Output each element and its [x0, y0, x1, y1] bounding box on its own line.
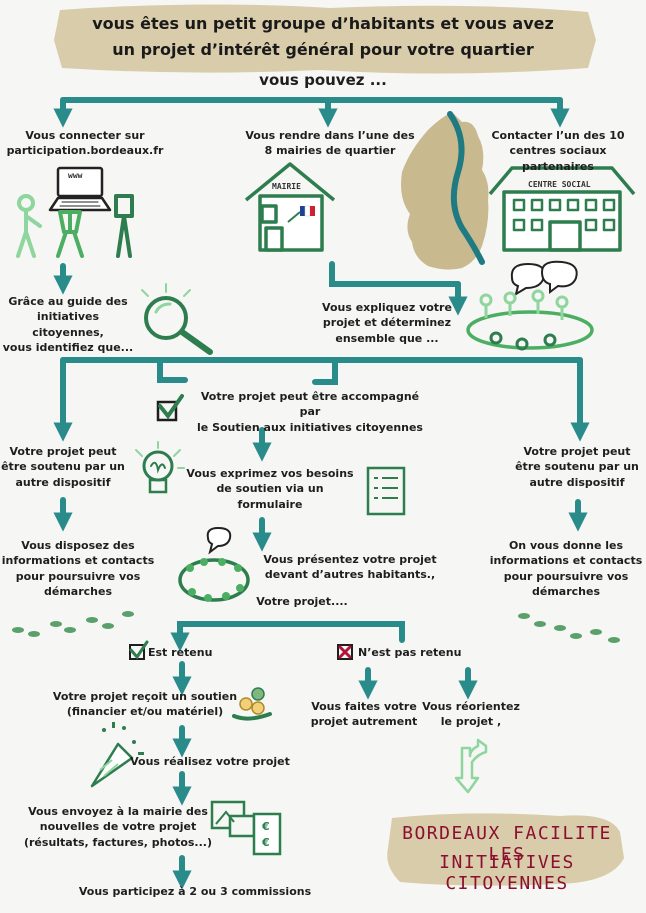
- connectors: [53, 97, 590, 890]
- option-centres: Contacter l’un des 10 centres sociaux pa…: [491, 129, 625, 173]
- check-icon: [156, 394, 184, 422]
- footprints-right-icon: [518, 613, 620, 643]
- laptop-people-icon: [16, 166, 134, 258]
- coins-hand-icon: [232, 687, 272, 721]
- step-commissions: Vous participez à 2 ou 3 commissions: [78, 885, 312, 898]
- centre-social-sign-label: CENTRE SOCIAL: [528, 180, 591, 189]
- title-banner: [54, 4, 596, 74]
- step-realize: Vous réalisez votre projet: [130, 755, 290, 768]
- page-title-line2: un projet d’intérêt général pour votre q…: [112, 40, 534, 59]
- party-popper-icon: [90, 722, 144, 788]
- photos-icon: [210, 800, 256, 838]
- step-not-retained: N’est pas retenu: [358, 646, 462, 659]
- retained-check-icon: [129, 640, 149, 660]
- intro-text: vous pouvez ...: [259, 71, 387, 89]
- step-needs: Vous exprimez vos besoins de soutien via…: [186, 467, 354, 511]
- page-title-line1: vous êtes un petit groupe d’habitants et…: [92, 14, 554, 33]
- step-reorient: Vous réorientez le projet ,: [422, 700, 520, 729]
- presentation-group-icon: [178, 526, 250, 602]
- laptop-screen-label: www: [68, 171, 83, 180]
- step-other-left: Votre projet peut être soutenu par un au…: [1, 445, 125, 489]
- magnifier-icon: [141, 283, 213, 355]
- step-explain: Vous expliquez votre projet et détermine…: [322, 301, 452, 345]
- step-accompanied: Votre projet peut être accompagné par le…: [197, 390, 423, 434]
- reorient-arrow-icon: [454, 738, 488, 794]
- centre-social-icon: [488, 166, 636, 252]
- step-info-left: Vous disposez des informations et contac…: [1, 539, 155, 599]
- brand-line1: BORDEAUX FACILITE LES: [402, 823, 612, 865]
- not-retained-cross-icon: [337, 644, 353, 660]
- bordeaux-map: [401, 111, 489, 270]
- form-icon: [366, 466, 406, 516]
- option-mairie: Vous rendre dans l’une des 8 mairies de …: [245, 129, 415, 158]
- step-retained: Est retenu: [148, 646, 213, 659]
- option-online: Vous connecter sur participation.bordeau…: [6, 129, 164, 158]
- step-project: Votre projet....: [256, 595, 348, 608]
- step-info-right: On vous donne les informations et contac…: [489, 539, 643, 599]
- brand-banner: [387, 813, 624, 886]
- step-guide: Grâce au guide des initiatives citoyenne…: [2, 295, 134, 355]
- step-support: Votre projet reçoit un soutien (financie…: [52, 690, 238, 719]
- step-present: Vous présentez votre projet devant d’aut…: [263, 553, 437, 582]
- mairie-sign-label: MAIRIE: [272, 182, 301, 191]
- flag-icon: [287, 205, 315, 223]
- step-differently: Vous faites votre projet autrement: [310, 700, 418, 729]
- mairie-icon: [244, 162, 336, 252]
- step-news: Vous envoyez à la mairie des nouvelles d…: [23, 805, 212, 849]
- svg-text:€: €: [261, 820, 270, 833]
- lightbulb-icon: [135, 441, 185, 494]
- meeting-group-icon: [466, 260, 594, 351]
- brand-line2: INITIATIVES CITOYENNES: [439, 852, 575, 894]
- svg-text:€: €: [261, 836, 270, 849]
- footprints-left-icon: [12, 611, 134, 637]
- step-other-right: Votre projet peut être soutenu par un au…: [515, 445, 639, 489]
- invoice-icon: € €: [252, 812, 282, 856]
